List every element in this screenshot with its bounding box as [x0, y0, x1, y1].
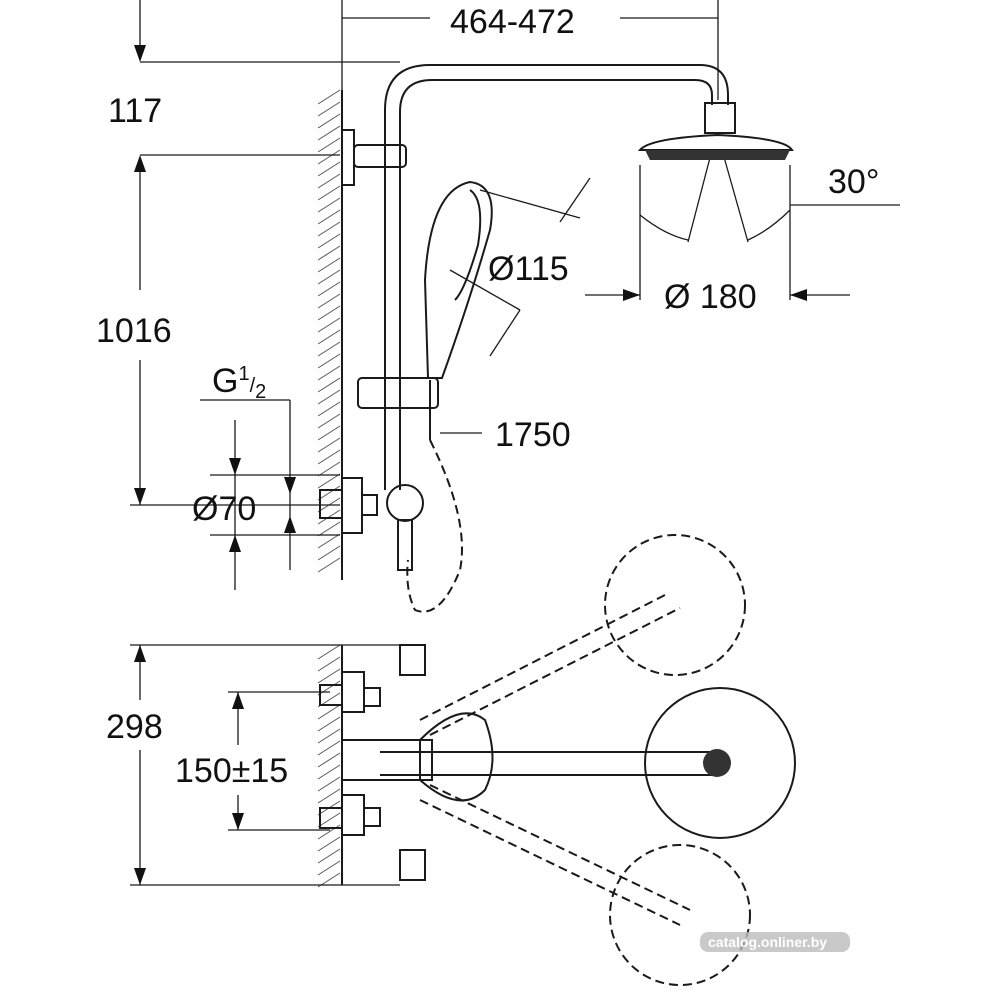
hatch-line: [317, 233, 341, 249]
label-head-diameter: Ø 180: [664, 278, 757, 316]
hatch-line: [317, 473, 341, 489]
hatch-line: [317, 557, 341, 573]
hatch-line: [317, 425, 341, 441]
hatch-line: [317, 836, 341, 852]
shower-rail: [341, 64, 729, 490]
hatch-line: [317, 776, 341, 792]
hatch-line: [317, 125, 341, 141]
hatch-line: [317, 752, 341, 768]
mixer-plan: [319, 534, 796, 986]
hatch-line: [317, 521, 341, 537]
label-rail-height: 1016: [96, 312, 172, 350]
hatch-line: [317, 365, 341, 381]
hatch-line: [317, 788, 341, 804]
hatch-line: [317, 413, 341, 429]
label-spray-angle: 30°: [828, 163, 879, 201]
hatch-line: [317, 680, 341, 696]
hatch-line: [317, 533, 341, 549]
dimension-lines: [130, 0, 900, 886]
hatch-line: [317, 197, 341, 213]
hatch-line: [317, 461, 341, 477]
label-hand-shower-diameter: Ø115: [488, 250, 569, 288]
hatch-line: [317, 644, 341, 660]
label-hose-length: 1750: [495, 416, 571, 454]
hatch-line: [317, 704, 341, 720]
hatch-line: [317, 728, 341, 744]
hatch-line: [317, 341, 341, 357]
label-inlet-spacing: 150±15: [175, 752, 288, 790]
hatch-line: [317, 668, 341, 684]
hatch-line: [317, 221, 341, 237]
hatch-line: [317, 293, 341, 309]
hatch-line: [317, 281, 341, 297]
wall-hatch-bottom: [317, 644, 343, 888]
hatch-line: [317, 389, 341, 405]
hatch-line: [317, 860, 341, 876]
svg-text:catalog.onliner.by: catalog.onliner.by: [708, 934, 827, 950]
hatch-line: [317, 449, 341, 465]
hatch-line: [317, 305, 341, 321]
hatch-line: [317, 173, 341, 189]
mixer-top: [319, 477, 424, 571]
hatch-line: [317, 377, 341, 393]
label-mixer-height: 298: [106, 708, 163, 746]
hatch-line: [317, 812, 341, 828]
hatch-line: [317, 545, 341, 561]
label-top-width: 464-472: [450, 3, 575, 41]
hatch-line: [317, 716, 341, 732]
hatch-line: [317, 149, 341, 165]
label-inlet-diameter: Ø70: [192, 490, 256, 528]
shower-head: [637, 102, 794, 160]
hatch-line: [317, 353, 341, 369]
hatch-line: [317, 437, 341, 453]
hatch-line: [317, 209, 341, 225]
hatch-line: [317, 89, 341, 105]
label-head-height: 117: [108, 92, 162, 130]
hatch-line: [317, 185, 341, 201]
label-thread: G1/2: [212, 362, 266, 403]
hatch-line: [317, 269, 341, 285]
hatch-line: [317, 740, 341, 756]
watermark: catalog.onliner.by: [700, 932, 850, 952]
hatch-line: [317, 329, 341, 345]
hatch-line: [317, 137, 341, 153]
hatch-line: [317, 257, 341, 273]
hatch-line: [317, 485, 341, 501]
wall-hatch-top: [317, 89, 343, 580]
hatch-line: [317, 317, 341, 333]
hand-shower: [406, 180, 493, 613]
hatch-line: [317, 113, 341, 129]
hatch-line: [317, 245, 341, 261]
hatch-line: [317, 161, 341, 177]
hatch-line: [317, 401, 341, 417]
hatch-line: [317, 656, 341, 672]
hatch-line: [317, 101, 341, 117]
hatch-line: [317, 848, 341, 864]
hatch-line: [317, 764, 341, 780]
